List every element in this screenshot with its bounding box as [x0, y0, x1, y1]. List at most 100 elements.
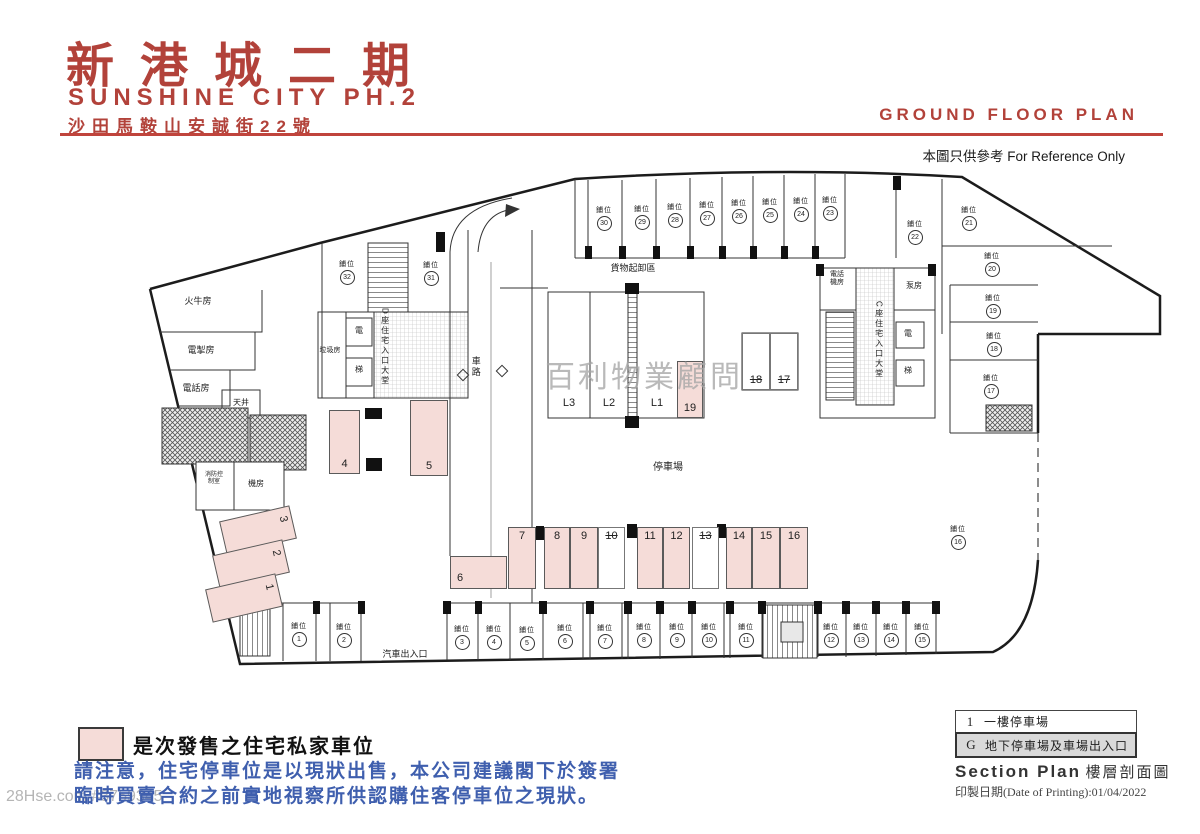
agency-watermark: 百利物業顧問 — [545, 361, 743, 394]
shop-word: 鋪位 — [699, 202, 715, 209]
shop-word: 鋪位 — [519, 627, 535, 634]
parking-space-number: 18 — [749, 374, 763, 386]
room-label: L1 — [650, 397, 664, 409]
shop-word: 鋪位 — [634, 206, 650, 213]
reference-note: 本圖只供參考 For Reference Only — [922, 149, 1125, 164]
section-plan-caption: Section Plan 樓層剖面圖 — [955, 761, 1171, 782]
shop-word: 鋪位 — [853, 624, 869, 631]
shop-number-circle: 8 — [636, 633, 652, 648]
parking-space-number: 15 — [759, 530, 773, 542]
section-plan-caption-en: Section Plan — [955, 762, 1082, 781]
shop-number-circle: 4 — [486, 635, 502, 650]
room-label: 電話房 — [182, 383, 210, 393]
parking-space-9: 9 — [570, 527, 598, 589]
shop-word: 鋪位 — [667, 204, 683, 211]
parking-space-number: 5 — [425, 460, 433, 472]
shop-number-circle: 10 — [701, 633, 717, 648]
shop-number-circle: 28 — [667, 213, 683, 228]
room-label: 消防控制室 — [204, 472, 223, 486]
room-label: 車路 — [470, 356, 481, 378]
shop-word: 鋪位 — [950, 526, 966, 533]
shop-number-circle: 12 — [823, 633, 839, 648]
section-row-label: 地下停車場及車場出入口 — [985, 738, 1129, 753]
shop-word: 鋪位 — [669, 624, 685, 631]
project-title-english: SUNSHINE CITY PH.2 — [68, 84, 421, 111]
room-label: 電 — [904, 329, 912, 338]
shop-unit-10: 鋪位 10 — [691, 622, 727, 648]
shop-number-circle: 6 — [557, 634, 573, 649]
shop-word: 鋪位 — [486, 626, 502, 633]
shop-word: 鋪位 — [636, 624, 652, 631]
parking-space-16: 16 — [780, 527, 808, 589]
shop-word: 鋪位 — [823, 624, 839, 631]
room-label: 天井 — [233, 398, 249, 407]
shop-word: 鋪位 — [738, 624, 754, 631]
room-label: 垃圾房 — [319, 347, 341, 354]
parking-space-number: 3 — [276, 514, 290, 524]
shop-number-circle: 23 — [822, 206, 838, 221]
shop-word: 鋪位 — [557, 625, 573, 632]
shop-word: 鋪位 — [596, 207, 612, 214]
sales-notice: 請注意，住宅停車位是以現狀出售，本公司建議閣下於簽署 臨時買賣合約之前實地視察所… — [74, 759, 620, 809]
shop-unit-17: 鋪位 17 — [973, 373, 1009, 399]
shop-word: 鋪位 — [339, 261, 355, 268]
parking-space-7: 7 — [508, 527, 536, 589]
shop-word: 鋪位 — [336, 624, 352, 631]
shop-word: 鋪位 — [423, 262, 439, 269]
parking-space-number: 19 — [683, 402, 697, 414]
room-label: 梯 — [904, 366, 912, 375]
parking-space-18: 18 — [742, 333, 770, 390]
room-label: L3 — [562, 397, 576, 409]
parking-space-6: 6 — [450, 556, 507, 589]
shop-word: 鋪位 — [731, 200, 747, 207]
legend-pink-swatch — [78, 727, 124, 761]
section-row-key: 1 — [966, 713, 974, 729]
shop-word: 鋪位 — [986, 333, 1002, 340]
room-label: 電掣房 — [187, 345, 215, 355]
shop-unit-6: 鋪位 6 — [547, 623, 583, 649]
shop-unit-28: 鋪位 28 — [657, 202, 693, 228]
room-label: 電話機房 — [830, 271, 844, 287]
room-label: 電 — [355, 326, 363, 335]
shop-number-circle: 13 — [853, 633, 869, 648]
parking-space-number: 14 — [732, 530, 746, 542]
parking-space-19: 19 — [677, 361, 703, 418]
sales-notice-line1: 請注意，住宅停車位是以現狀出售，本公司建議閣下於簽署 — [74, 761, 621, 782]
shop-number-circle: 26 — [731, 209, 747, 224]
parking-space-4: 4 — [329, 410, 360, 474]
shop-number-circle: 29 — [634, 215, 650, 230]
shop-word: 鋪位 — [701, 624, 717, 631]
room-label: 火牛房 — [184, 296, 212, 306]
shop-number-circle: 17 — [983, 384, 999, 399]
room-label: 梯 — [355, 365, 363, 374]
room-label: C座住宅入口大堂 — [874, 301, 884, 379]
parking-space-12: 12 — [663, 527, 690, 589]
shop-unit-12: 鋪位 12 — [813, 622, 849, 648]
shop-number-circle: 24 — [793, 207, 809, 222]
shop-number-circle: 15 — [914, 633, 930, 648]
shop-word: 鋪位 — [983, 375, 999, 382]
parking-space-5: 5 — [410, 400, 448, 476]
shop-unit-8: 鋪位 8 — [626, 622, 662, 648]
parking-space-number: 13 — [699, 530, 712, 542]
parking-space-number: 10 — [605, 530, 618, 542]
room-label: 汽車出入口 — [382, 649, 428, 659]
sales-notice-line2: 臨時買賣合約之前實地視察所供認購住客停車位之現狀。 — [74, 786, 600, 807]
